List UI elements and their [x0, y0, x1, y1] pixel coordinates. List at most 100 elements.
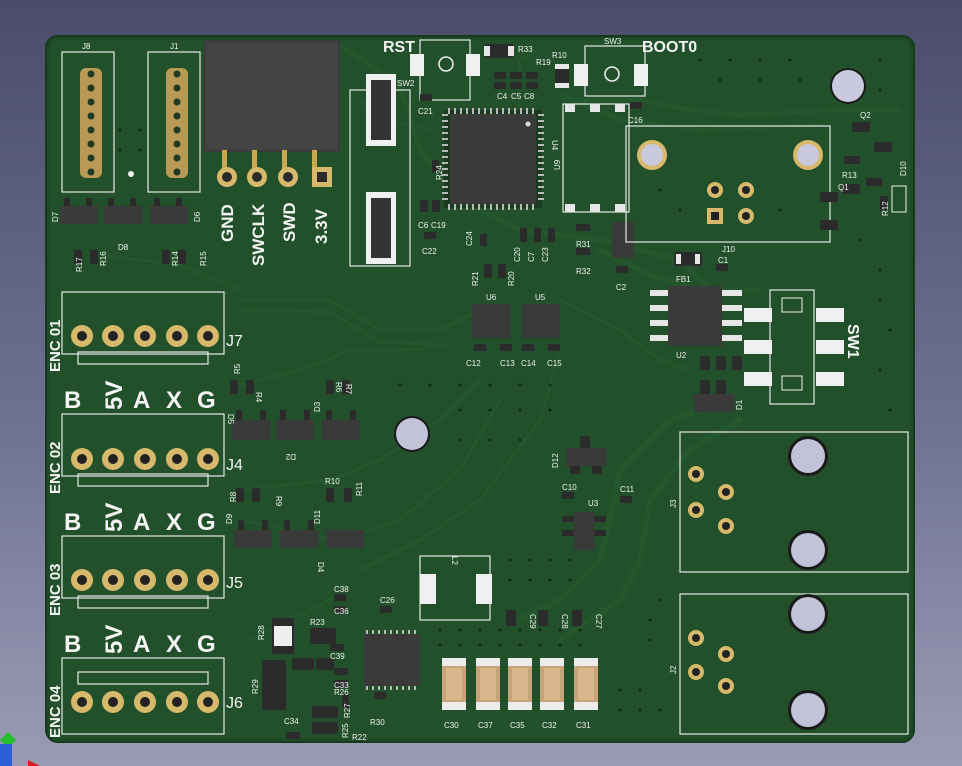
top-passives: R33 R10 R19 C4 C5 C8 C21 C16: [418, 44, 643, 125]
svg-text:C38: C38: [334, 585, 349, 594]
swd-pin-3v3: 3.3V: [312, 208, 331, 244]
svg-text:U9: U9: [553, 159, 562, 170]
svg-text:U5: U5: [535, 293, 546, 302]
svg-text:D1: D1: [735, 399, 744, 410]
power-u3: D12 C10 C11 U3: [551, 436, 635, 550]
svg-text:D9: D9: [225, 513, 234, 524]
j1-label: J1: [170, 42, 179, 51]
svg-text:J3: J3: [669, 499, 678, 508]
svg-text:R32: R32: [576, 267, 591, 276]
svg-text:R8: R8: [229, 491, 238, 502]
bulk-capacitors: C30 C37 C35 C32 C31: [442, 658, 598, 730]
svg-text:C4: C4: [497, 92, 508, 101]
svg-text:D6: D6: [193, 211, 202, 222]
j6-label: J6: [226, 695, 243, 712]
svg-text:D11: D11: [313, 509, 322, 524]
svg-text:C13: C13: [500, 359, 515, 368]
svg-text:J2: J2: [669, 665, 678, 674]
boot0-button: BOOT0 SW3: [574, 37, 697, 97]
svg-text:R30: R30: [370, 718, 385, 727]
svg-text:R29: R29: [251, 679, 260, 694]
svg-text:R13: R13: [842, 171, 857, 180]
svg-text:R19: R19: [536, 58, 551, 67]
svg-text:C33: C33: [334, 681, 349, 690]
svg-text:B: B: [64, 387, 81, 414]
svg-text:C32: C32: [542, 721, 557, 730]
svg-text:C29: C29: [528, 614, 537, 629]
swd-header: GND SWCLK SWD 3.3V: [204, 40, 340, 266]
svg-text:A: A: [133, 631, 150, 658]
svg-text:R33: R33: [518, 45, 533, 54]
svg-text:U4: U4: [550, 140, 559, 151]
svg-text:J10: J10: [722, 245, 735, 254]
j4-label: J4: [226, 457, 243, 474]
svg-text:D4: D4: [316, 562, 325, 573]
svg-text:C16: C16: [628, 116, 643, 125]
svg-text:C7: C7: [527, 251, 536, 262]
svg-text:D12: D12: [551, 453, 560, 468]
svg-text:C15: C15: [547, 359, 562, 368]
svg-text:C8: C8: [524, 92, 535, 101]
rst-button: RST SW2: [383, 39, 480, 101]
svg-text:C36: C36: [334, 607, 349, 616]
svg-text:FB1: FB1: [676, 275, 691, 284]
via-field: [118, 58, 892, 712]
buck-section: C38 C36 C26 R23 R28 C39 C33 R26 R29 C34 …: [251, 585, 420, 742]
svg-text:Q2: Q2: [860, 111, 871, 120]
encoder-j7-pins: B 5V A X G: [64, 381, 216, 414]
svg-text:R20: R20: [507, 271, 516, 286]
enc02-label: ENC 02: [47, 441, 64, 494]
inductor-l2: L2: [419, 555, 492, 621]
svg-text:B: B: [64, 509, 81, 536]
encoder-j4-pins: B 5V A X G: [64, 503, 216, 536]
svg-text:C39: C39: [330, 652, 345, 661]
svg-text:C2: C2: [616, 283, 627, 292]
diode-row-enc2: R5 R4 R7 R6 D5 D2 D3: [226, 363, 360, 461]
svg-text:C31: C31: [576, 721, 591, 730]
j8-label: J8: [82, 42, 91, 51]
svg-text:R26: R26: [334, 688, 349, 697]
svg-text:U6: U6: [486, 293, 497, 302]
svg-text:D3: D3: [313, 401, 322, 412]
svg-text:L2: L2: [450, 556, 459, 565]
svg-text:R25: R25: [341, 723, 350, 738]
svg-text:B: B: [64, 631, 81, 658]
swd-pin-swd: SWD: [280, 202, 299, 242]
svg-text:R27: R27: [343, 703, 352, 718]
regulator-u2: FB1 C1 U2: [650, 252, 742, 360]
svg-text:R28: R28: [257, 625, 266, 640]
svg-text:C5: C5: [511, 92, 522, 101]
sw2-label: SW2: [397, 79, 415, 88]
svg-text:R14: R14: [171, 251, 180, 266]
svg-text:X: X: [166, 387, 182, 414]
diode-row-top: D7 D8 D6 R17 R16 R14 R15: [51, 198, 208, 272]
svg-text:C19: C19: [431, 221, 446, 230]
svg-text:R6: R6: [334, 382, 343, 393]
svg-text:U3: U3: [588, 499, 599, 508]
svg-text:R5: R5: [233, 363, 242, 374]
connector-j8: J8: [61, 42, 115, 193]
svg-text:R10: R10: [325, 477, 340, 486]
svg-text:R24: R24: [435, 165, 444, 180]
svg-text:X: X: [166, 509, 182, 536]
diode-row-enc3: R8 R9 R10 R11 D9 D11 D4: [225, 477, 364, 573]
svg-text:C28: C28: [560, 614, 569, 629]
svg-text:C20: C20: [513, 247, 522, 262]
svg-text:A: A: [133, 387, 150, 414]
encoder-j6: ENC 04 J6: [47, 657, 243, 738]
svg-text:C30: C30: [444, 721, 459, 730]
svg-text:R15: R15: [199, 251, 208, 266]
svg-text:R7: R7: [344, 384, 353, 395]
svg-text:U2: U2: [676, 351, 687, 360]
svg-text:R11: R11: [355, 481, 364, 496]
rst-label: RST: [383, 39, 415, 56]
encoder-j5: ENC 03 J5: [47, 535, 243, 616]
axis-gizmo-icon: [0, 732, 40, 766]
svg-text:D7: D7: [51, 211, 60, 222]
svg-text:R23: R23: [310, 618, 325, 627]
j5-label: J5: [226, 575, 243, 592]
svg-text:C22: C22: [422, 247, 437, 256]
connector-j3: J3: [669, 431, 909, 573]
svg-text:R31: R31: [576, 240, 591, 249]
